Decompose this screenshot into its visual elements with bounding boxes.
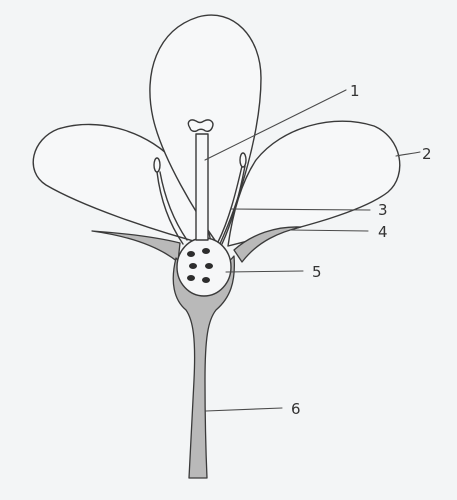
stamen-left-anther: [154, 158, 160, 172]
style: [196, 134, 208, 240]
leader-line-4: [290, 230, 368, 231]
leader-line-6: [206, 408, 282, 411]
ovule: [202, 277, 210, 283]
leader-line-5: [226, 271, 303, 272]
ovule: [189, 263, 197, 269]
ovule: [187, 251, 195, 257]
ovary: [177, 238, 231, 296]
ovule: [187, 275, 195, 281]
label-4: 4: [378, 223, 388, 241]
label-1: 1: [350, 82, 360, 100]
ovule: [202, 248, 210, 254]
label-3: 3: [378, 201, 388, 219]
sepal-left: [92, 231, 180, 262]
label-2: 2: [422, 145, 432, 163]
label-6: 6: [291, 400, 301, 418]
stamen-right-anther: [240, 153, 246, 167]
leader-line-2: [396, 152, 420, 156]
ovule: [205, 263, 213, 269]
label-5: 5: [312, 263, 322, 281]
